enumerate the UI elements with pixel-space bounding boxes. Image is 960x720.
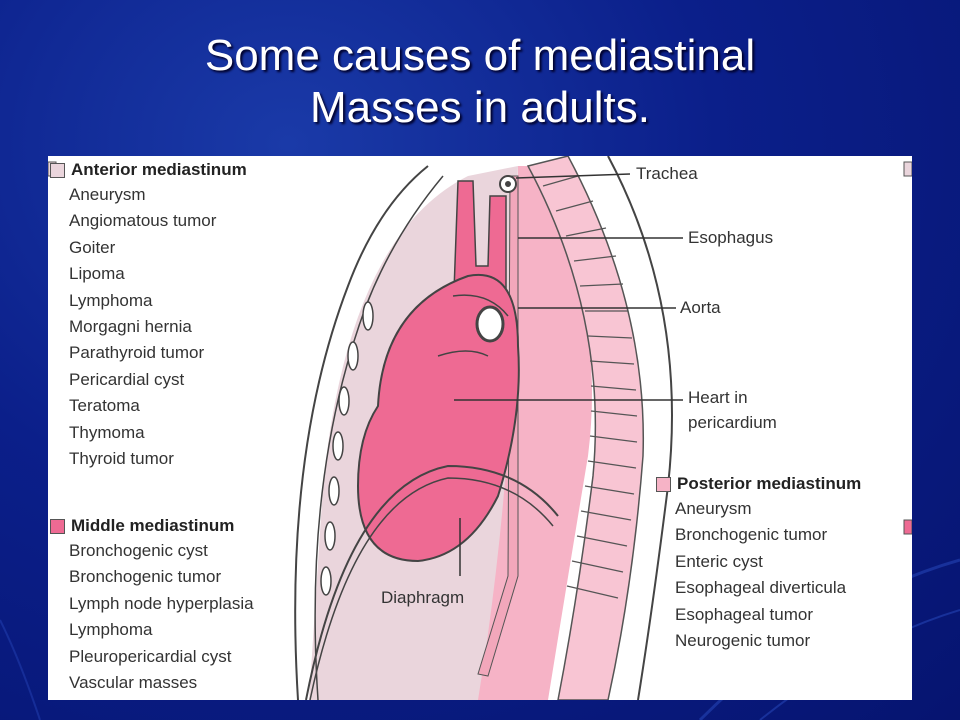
anterior-item: Angiomatous tumor xyxy=(69,211,217,231)
middle-item: Pleuropericardial cyst xyxy=(69,646,232,666)
heart-detail xyxy=(452,294,509,317)
mediastinum-illustration xyxy=(48,156,912,700)
diaphragm-curve xyxy=(305,464,559,700)
middle-heading: Middle mediastinum xyxy=(50,514,254,538)
anterior-item: Teratoma xyxy=(69,396,140,416)
middle-item: Bronchogenic tumor xyxy=(69,567,222,587)
anterior-heading: Anterior mediastinum xyxy=(50,158,247,182)
middle-heading-text: Middle mediastinum xyxy=(71,516,235,535)
anterior-swatch xyxy=(50,162,65,178)
back-outline xyxy=(607,156,673,700)
vertebra-lines xyxy=(542,175,638,599)
posterior-swatch xyxy=(656,476,671,492)
anterior-item: Aneurysm xyxy=(69,185,146,204)
middle-swatch xyxy=(50,518,65,534)
anterior-item: Thyroid tumor xyxy=(69,448,174,468)
posterior-region xyxy=(478,166,592,700)
label-esophagus: Esophagus xyxy=(688,228,774,247)
middle-item: Vascular masses xyxy=(69,672,198,692)
title-line-1: Some causes of mediastinal xyxy=(204,31,756,80)
anterior-heading-text: Anterior mediastinum xyxy=(71,160,247,179)
posterior-heading-text: Posterior mediastinum xyxy=(677,474,862,493)
anterior-item: Thymoma xyxy=(69,422,145,442)
anterior-item: Lipoma xyxy=(69,264,125,284)
anterior-item: Pericardial cyst xyxy=(69,369,185,389)
spine xyxy=(526,156,645,700)
anterior-item: Parathyroid tumor xyxy=(69,343,205,363)
middle-item: Bronchogenic cyst xyxy=(69,541,208,560)
posterior-item: Aneurysm xyxy=(675,499,752,518)
aorta-ring xyxy=(475,305,505,343)
label-diaphragm: Diaphragm xyxy=(381,588,465,607)
anterior-item: Morgagni hernia xyxy=(69,316,192,336)
rib-segments xyxy=(320,301,374,596)
anterior-item: Goiter xyxy=(69,237,116,257)
label-aorta: Aorta xyxy=(680,298,721,317)
chest-wall xyxy=(294,165,429,700)
slide-title: Some causes of mediastinal Masses in adu… xyxy=(0,30,960,134)
heart xyxy=(356,273,520,563)
label-heart-line-1: Heart in xyxy=(688,388,748,407)
label-heart-line-2: pericardium xyxy=(688,413,777,432)
middle-item: Lymph node hyperplasia xyxy=(69,593,254,613)
posterior-item: Enteric cyst xyxy=(675,551,763,571)
posterior-heading: Posterior mediastinum xyxy=(656,472,861,496)
label-trachea: Trachea xyxy=(636,164,698,183)
title-line-2: Masses in adults. xyxy=(310,83,650,132)
anterior-item: Lymphoma xyxy=(69,290,153,310)
posterior-item: Esophageal diverticula xyxy=(675,578,847,598)
posterior-item: Bronchogenic tumor xyxy=(675,525,828,545)
leader-lines xyxy=(454,173,683,576)
posterior-item: Neurogenic tumor xyxy=(675,630,811,650)
posterior-item: Esophageal tumor xyxy=(675,604,813,624)
middle-item: Lymphoma xyxy=(69,620,153,640)
